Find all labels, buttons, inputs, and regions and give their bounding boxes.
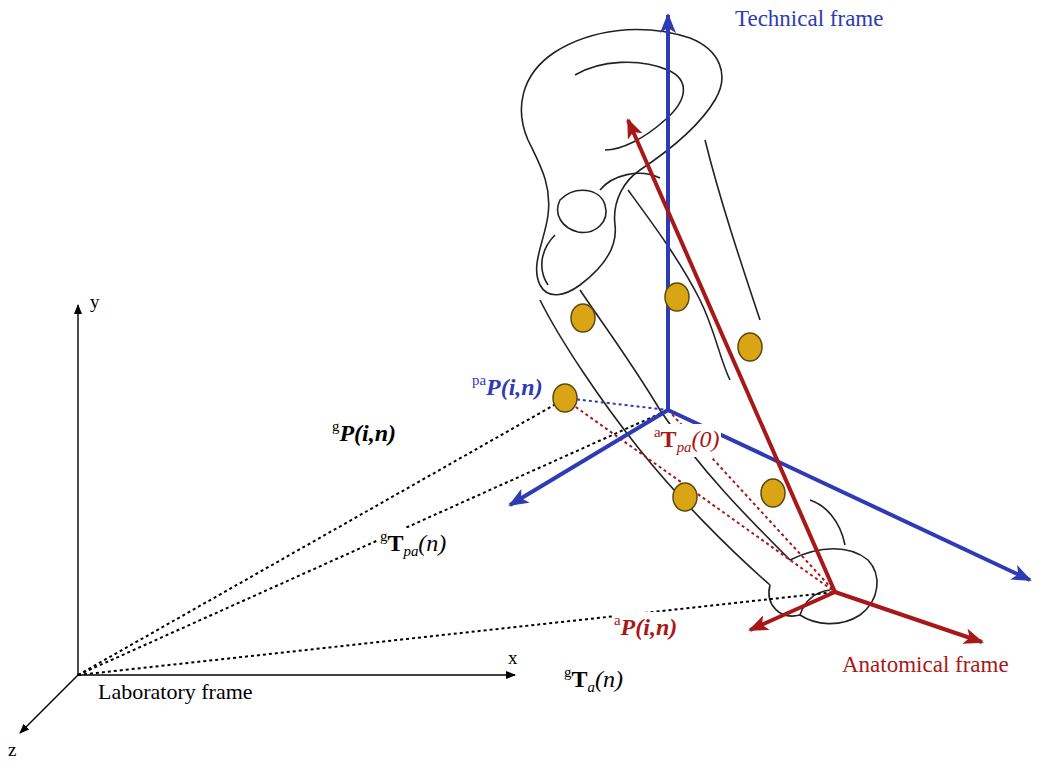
vector-formula: gP(i,n) xyxy=(330,418,398,448)
vector-formula: aTpa(0) xyxy=(652,424,721,457)
frame-label: Technical frame xyxy=(735,6,883,31)
superscript: g xyxy=(332,418,339,434)
symbol: T xyxy=(387,530,403,556)
skin-markers xyxy=(553,283,785,511)
symbol: P(i,n) xyxy=(486,374,543,400)
superscript: g xyxy=(380,528,387,544)
subscript: pa xyxy=(677,439,692,455)
lab-axes xyxy=(20,305,515,733)
vector-formula: gTpa(n) xyxy=(378,528,448,561)
vector-formula: paP(i,n) xyxy=(470,372,545,402)
subscript: a xyxy=(587,679,594,695)
symbol: T xyxy=(661,426,677,452)
vector-lines xyxy=(78,398,835,675)
superscript: g xyxy=(564,664,571,680)
symbol: P(i,n) xyxy=(339,420,396,446)
superscript: pa xyxy=(472,372,486,388)
frame-label: Laboratory frame xyxy=(98,680,253,704)
superscript: a xyxy=(654,424,661,440)
axis-label: z xyxy=(8,740,16,761)
symbol: P(i,n) xyxy=(621,614,678,640)
axis-label: x xyxy=(508,648,518,669)
bone-sketch xyxy=(521,30,877,624)
symbol: (0) xyxy=(692,426,720,452)
anatomical-frame-axes xyxy=(628,120,982,642)
superscript: a xyxy=(614,612,621,628)
symbol: (n) xyxy=(418,530,446,556)
axis-label: y xyxy=(90,292,100,313)
symbol: T xyxy=(571,666,587,692)
frame-label: Anatomical frame xyxy=(842,652,1009,677)
vector-formula: aP(i,n) xyxy=(612,612,679,642)
symbol: (n) xyxy=(595,666,623,692)
subscript: pa xyxy=(403,543,418,559)
vector-formula: gTa(n) xyxy=(562,664,625,697)
technical-frame-axes xyxy=(510,15,1030,580)
